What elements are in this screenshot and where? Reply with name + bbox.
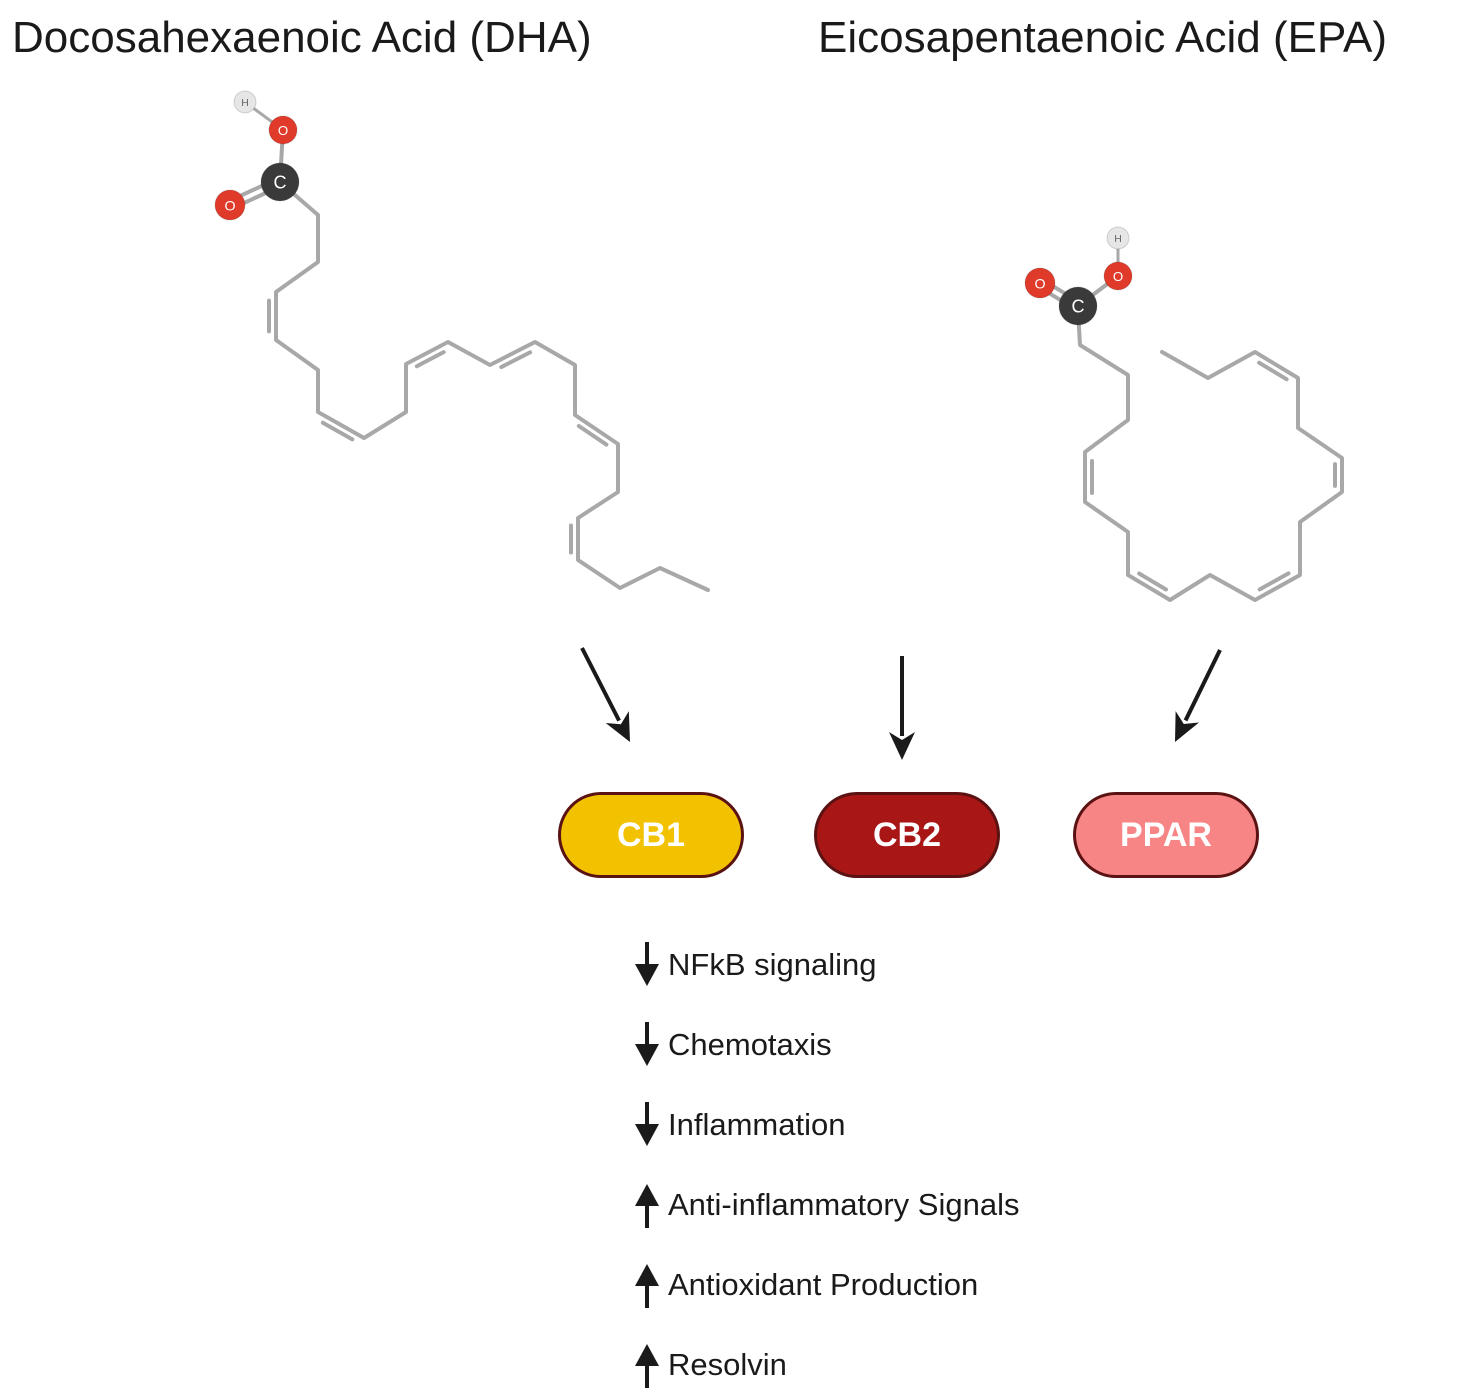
double-bond <box>1137 571 1169 592</box>
arrow-up-icon <box>635 1184 659 1228</box>
receptor-cb1: CB1 <box>558 792 744 878</box>
molecule-atoms: H O O C H O O C <box>214 90 1133 326</box>
double-bond <box>1257 571 1291 592</box>
double-bond <box>414 350 446 369</box>
oxygen-atom-icon <box>1103 261 1133 291</box>
molecule-bonds <box>227 100 1344 602</box>
double-bond <box>499 350 533 370</box>
hydrogen-atom-icon-label: H <box>1114 234 1122 245</box>
carbon-chain-bond <box>1076 308 1344 602</box>
pathway-arrows <box>580 647 1222 760</box>
effect-item: Inflammation <box>632 1100 845 1150</box>
oxygen-atom-icon-label: O <box>224 198 235 214</box>
receptor-ppar: PPAR <box>1073 792 1259 878</box>
effect-label: Resolvin <box>668 1347 787 1382</box>
carbon-atom-icon <box>1058 286 1098 326</box>
effect-label: Antioxidant Production <box>668 1267 979 1302</box>
hydrogen-atom-icon-label: H <box>241 98 249 109</box>
oxygen-atom-icon-label: O <box>1113 269 1123 284</box>
carbon-atom-icon-label: C <box>273 173 286 193</box>
carbon-atom-icon-label: C <box>1071 297 1084 317</box>
carbon-atom-icon <box>260 162 300 202</box>
arrow-down-icon <box>635 1102 659 1146</box>
double-bond <box>320 420 355 442</box>
carbon-chain-bond <box>274 180 710 592</box>
effect-item: NFkB signaling <box>632 940 876 990</box>
arrow-down-icon <box>635 942 659 986</box>
effect-label: Chemotaxis <box>668 1027 832 1062</box>
oxygen-atom-icon-label: O <box>1034 276 1045 292</box>
effect-label: NFkB signaling <box>668 947 877 982</box>
double-bond <box>1257 360 1289 382</box>
pathway-arrow-shaft <box>580 647 621 722</box>
oxygen-atom-icon-label: O <box>278 123 288 138</box>
arrow-down-icon <box>635 1022 659 1066</box>
oxygen-atom-icon <box>268 115 298 145</box>
pathway-arrow-head-icon <box>889 732 915 760</box>
double-bond <box>576 424 609 447</box>
effect-item: Chemotaxis <box>632 1020 832 1070</box>
hydrogen-atom-icon <box>233 90 257 114</box>
pathway-arrow-shaft <box>1183 649 1222 722</box>
effect-item: Resolvin <box>632 1340 787 1390</box>
receptor-cb2: CB2 <box>814 792 1000 878</box>
hydrogen-atom-icon <box>1106 226 1130 250</box>
effect-label: Anti-inflammatory Signals <box>668 1187 1020 1222</box>
effect-label: Inflammation <box>668 1107 846 1142</box>
epa-title: Eicosapentaenoic Acid (EPA) <box>818 13 1388 62</box>
molecule-diagram: H O O C H O O C <box>214 90 1344 760</box>
oxygen-atom-icon <box>1024 267 1056 299</box>
pathway-arrow-head-icon <box>1175 711 1199 742</box>
pathway-arrow-head-icon <box>605 711 630 742</box>
arrow-up-icon <box>635 1264 659 1308</box>
effect-item: Antioxidant Production <box>632 1260 978 1310</box>
arrow-up-icon <box>635 1344 659 1388</box>
effect-item: Anti-inflammatory Signals <box>632 1180 1019 1230</box>
dha-title: Docosahexaenoic Acid (DHA) <box>12 13 592 62</box>
oxygen-atom-icon <box>214 189 246 221</box>
